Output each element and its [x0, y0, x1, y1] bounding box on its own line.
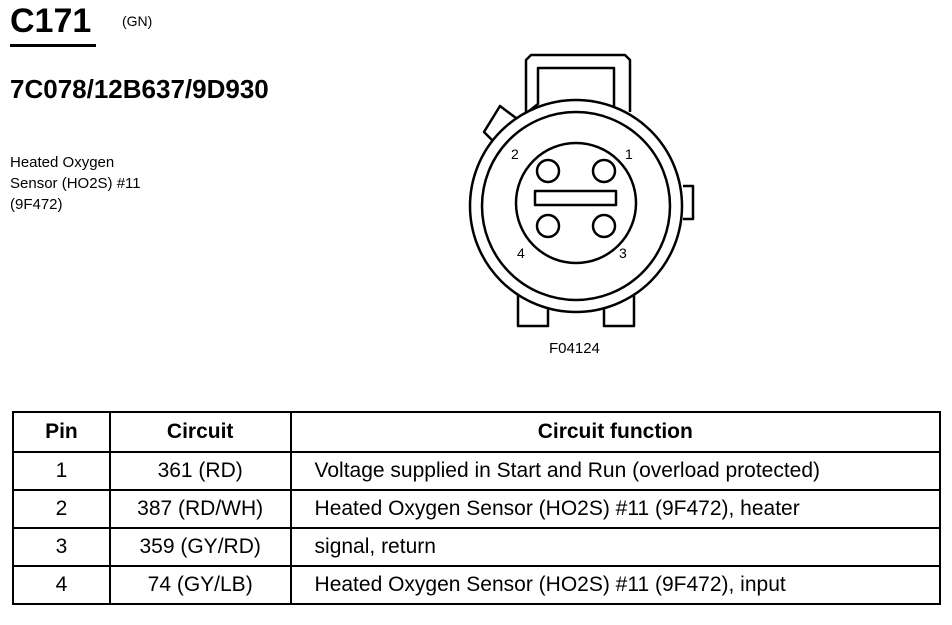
connector-id-underline — [10, 44, 96, 47]
table-row: 3 359 (GY/RD) signal, return — [12, 527, 942, 567]
column-header-circuit: Circuit — [108, 411, 292, 453]
cell-circuit: 361 (RD) — [108, 451, 292, 491]
table-header-row: Pin Circuit Circuit function — [12, 411, 942, 453]
description-line: Heated Oxygen — [10, 154, 115, 171]
pin-label-4: 4 — [517, 245, 525, 261]
terminal-cavity-2 — [535, 158, 561, 184]
cell-pin: 4 — [12, 565, 111, 605]
description-line: Sensor (HO2S) #11 — [10, 175, 141, 192]
pin-table: Pin Circuit Circuit function 1 361 (RD) … — [12, 411, 942, 605]
description-line: (9F472) — [10, 196, 63, 213]
pin-label-1: 1 — [625, 146, 633, 162]
component-description: Heated Oxygen Sensor (HO2S) #11 (9F472) — [10, 152, 190, 215]
connector-color-code: (GN) — [122, 13, 153, 29]
cell-function: Heated Oxygen Sensor (HO2S) #11 (9F472),… — [289, 565, 942, 605]
cell-function: Voltage supplied in Start and Run (overl… — [289, 451, 942, 491]
connector-notch-tab — [482, 104, 517, 145]
terminal-cavity-1 — [591, 158, 617, 184]
cell-circuit: 387 (RD/WH) — [108, 489, 292, 529]
connector-key-bar — [533, 189, 618, 207]
pin-label-2: 2 — [511, 146, 519, 162]
connector-side-tab — [683, 184, 695, 221]
cell-pin: 3 — [12, 527, 111, 567]
cell-pin: 1 — [12, 451, 111, 491]
cell-pin: 2 — [12, 489, 111, 529]
terminal-cavity-4 — [535, 213, 561, 239]
cell-function: Heated Oxygen Sensor (HO2S) #11 (9F472),… — [289, 489, 942, 529]
cell-function: signal, return — [289, 527, 942, 567]
figure-id: F04124 — [549, 340, 600, 357]
cell-circuit: 74 (GY/LB) — [108, 565, 292, 605]
part-numbers: 7C078/12B637/9D930 — [10, 74, 269, 104]
pin-label-3: 3 — [619, 245, 627, 261]
table-row: 4 74 (GY/LB) Heated Oxygen Sensor (HO2S)… — [12, 565, 942, 605]
column-header-function: Circuit function — [289, 411, 942, 453]
table-row: 1 361 (RD) Voltage supplied in Start and… — [12, 451, 942, 491]
connector-id: C171 — [10, 2, 92, 40]
table-row: 2 387 (RD/WH) Heated Oxygen Sensor (HO2S… — [12, 489, 942, 529]
column-header-pin: Pin — [12, 411, 111, 453]
cell-circuit: 359 (GY/RD) — [108, 527, 292, 567]
terminal-cavity-3 — [591, 213, 617, 239]
